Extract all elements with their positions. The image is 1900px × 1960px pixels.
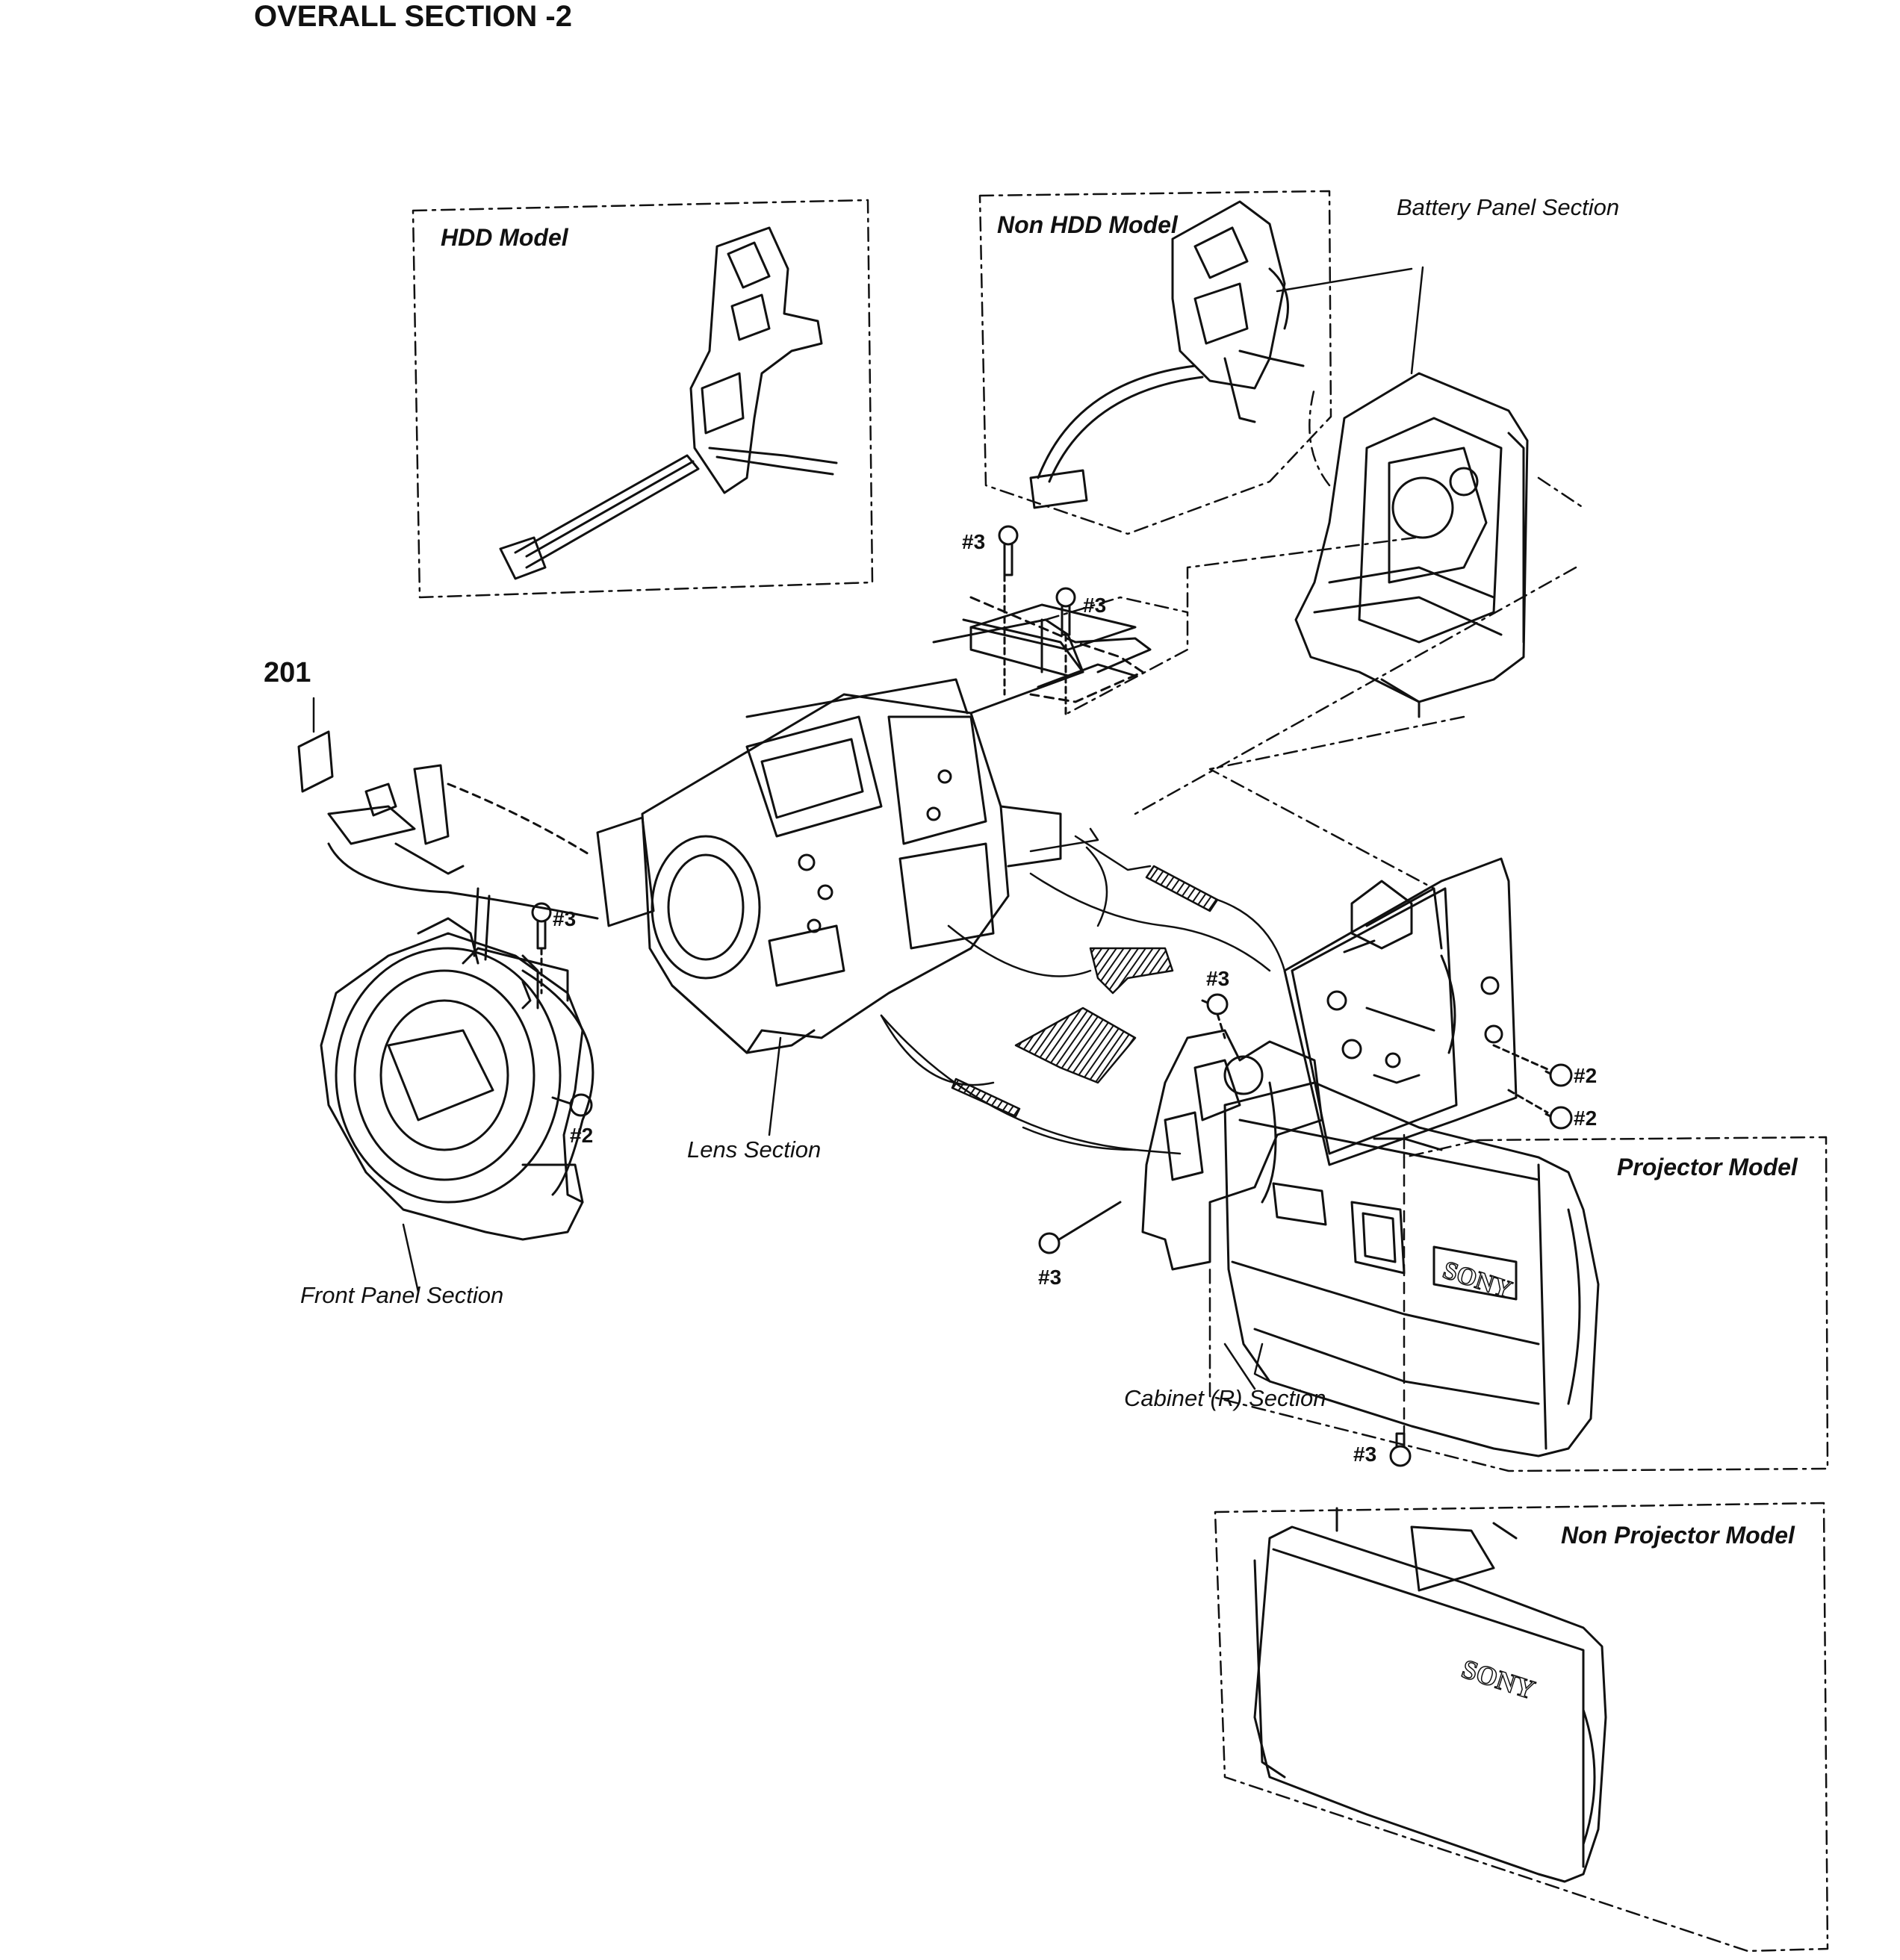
screw-label-top-2: #3 bbox=[1083, 594, 1107, 617]
battery-leader bbox=[1410, 266, 1424, 375]
screw-front-panel-2 bbox=[551, 1093, 593, 1117]
cabinet-r-section-label: Cabinet (R) Section bbox=[1124, 1385, 1326, 1411]
part-201-label: 201 bbox=[264, 657, 311, 688]
non-hdd-bracket bbox=[1171, 200, 1305, 423]
screw-top-1 bbox=[998, 525, 1019, 696]
page-title: OVERALL SECTION -2 bbox=[254, 0, 572, 33]
lens-bracket bbox=[969, 596, 1144, 703]
lens-top-board bbox=[969, 603, 1137, 688]
lens-section-label: Lens Section bbox=[687, 1136, 822, 1163]
screw-hinge-2a bbox=[1492, 1044, 1573, 1087]
cabinet-r-frame bbox=[1141, 1029, 1323, 1271]
projector-model-box bbox=[1208, 1136, 1829, 1472]
front-panel-ring bbox=[320, 917, 584, 1241]
battery-leaders bbox=[1067, 387, 1585, 890]
projector-brand-mark: SONY bbox=[1440, 1256, 1515, 1304]
screw-label-hinge-2a: #2 bbox=[1574, 1064, 1598, 1087]
non-hdd-model-box bbox=[978, 190, 1332, 535]
non-hdd-model-label: Non HDD Model bbox=[997, 211, 1178, 238]
screw-label-top-1: #3 bbox=[962, 530, 986, 553]
front-panel-flex bbox=[462, 887, 594, 1196]
screw-label-cabinet-3c: #3 bbox=[1353, 1443, 1377, 1466]
part-201-sheet bbox=[297, 730, 334, 793]
screw-label-front-2: #2 bbox=[570, 1124, 594, 1147]
screw-label-cabinet-3a: #3 bbox=[1206, 967, 1230, 990]
projector-model-label: Projector Model bbox=[1617, 1154, 1798, 1180]
non-projector-brand-mark: SONY bbox=[1459, 1654, 1539, 1705]
non-hdd-cable bbox=[1029, 364, 1204, 509]
hdd-model-box bbox=[412, 199, 874, 599]
leader-front-panel bbox=[402, 1223, 420, 1293]
projector-door-leader bbox=[1253, 1343, 1271, 1383]
hdd-bracket bbox=[689, 226, 838, 494]
lens-block bbox=[596, 618, 1084, 1054]
ribbon-cable-3 bbox=[1014, 1007, 1137, 1084]
screw-cabinet-3a bbox=[1201, 993, 1229, 1039]
front-panel-section-label: Front Panel Section bbox=[300, 1282, 504, 1308]
flex-cable-left bbox=[327, 764, 599, 920]
non-projector-model-box bbox=[1214, 1502, 1829, 1953]
screw-hinge-2b bbox=[1507, 1089, 1573, 1130]
screw-label-cabinet-3b: #3 bbox=[1038, 1266, 1062, 1289]
hdd-flex-cable bbox=[499, 454, 700, 580]
lcd-hinge-plate bbox=[1283, 857, 1518, 1166]
leader-lens-section bbox=[768, 1036, 782, 1136]
non-projector-door bbox=[1253, 1507, 1607, 1883]
screw-cabinet-3b bbox=[1038, 1201, 1122, 1254]
screw-top-2 bbox=[1055, 587, 1076, 718]
ribbon-cable-2 bbox=[1089, 947, 1174, 995]
ribbon-cable-4 bbox=[951, 1077, 1021, 1118]
hdd-model-label: HDD Model bbox=[441, 224, 568, 251]
lcd-arm bbox=[1343, 880, 1413, 953]
battery-panel-section-label: Battery Panel Section bbox=[1397, 194, 1620, 220]
screw-label-front-3: #3 bbox=[553, 907, 577, 930]
screw-cabinet-3c bbox=[1389, 1432, 1412, 1467]
screw-front-panel-3 bbox=[531, 902, 552, 995]
ribbon-cable-1 bbox=[1145, 865, 1219, 912]
battery-panel bbox=[1294, 372, 1529, 718]
leader-cabinet-r bbox=[1223, 1343, 1256, 1390]
screw-label-hinge-2b: #2 bbox=[1574, 1107, 1598, 1130]
non-projector-model-label: Non Projector Model bbox=[1561, 1522, 1795, 1549]
